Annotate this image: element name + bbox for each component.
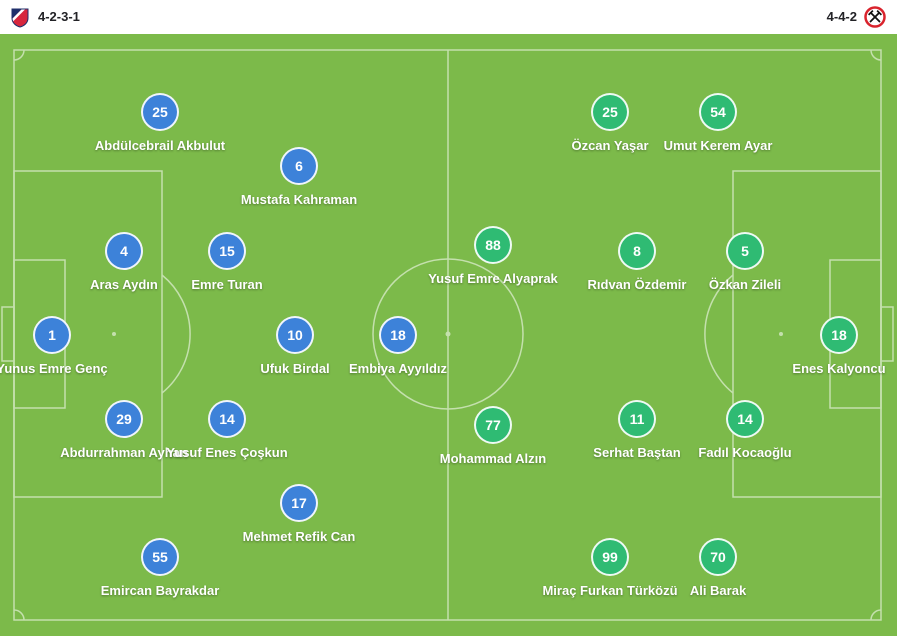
right-penalty-arc — [704, 274, 734, 394]
shirt-number: 88 — [474, 226, 512, 264]
away-player[interactable]: 99 Miraç Furkan Türközü — [542, 538, 678, 598]
shirt-number: 25 — [141, 93, 179, 131]
home-formation: 4-2-3-1 — [38, 8, 80, 24]
shirt-number: 14 — [726, 400, 764, 438]
away-formation: 4-4-2 — [826, 8, 857, 24]
away-player[interactable]: 54 Umut Kerem Ayar — [664, 93, 772, 153]
away-player[interactable]: 14 Fadıl Kocaoğlu — [698, 400, 792, 460]
left-penalty-spot — [112, 332, 116, 336]
corner-arc-top-right — [870, 49, 882, 61]
player-name: Ali Barak — [689, 583, 747, 598]
corner-arc-bottom-left — [13, 609, 25, 621]
shirt-number: 70 — [699, 538, 737, 576]
home-team-header: 4-2-3-1 — [9, 5, 80, 28]
right-goal — [880, 306, 894, 362]
shirt-number: 4 — [105, 232, 143, 270]
player-name: Abdülcebrail Akbulut — [94, 138, 226, 153]
shirt-number: 77 — [474, 406, 512, 444]
shirt-number: 6 — [280, 147, 318, 185]
left-penalty-arc — [161, 274, 191, 394]
home-player[interactable]: 6 Mustafa Kahraman — [241, 147, 357, 207]
away-team-header: 4-4-2 — [827, 5, 886, 28]
shirt-number: 15 — [208, 232, 246, 270]
pitch — [0, 34, 897, 636]
player-name: Abdurrahman Ayhan — [60, 445, 188, 460]
shirt-number: 18 — [379, 316, 417, 354]
home-player[interactable]: 15 Emre Turan — [191, 232, 263, 292]
away-player[interactable]: 25 Özcan Yaşar — [571, 93, 649, 153]
shirt-number: 25 — [591, 93, 629, 131]
shirt-number: 17 — [280, 484, 318, 522]
home-player[interactable]: 4 Aras Aydın — [90, 232, 158, 292]
player-name: Mehmet Refik Can — [242, 529, 356, 544]
center-spot — [445, 331, 451, 337]
shirt-number: 11 — [618, 400, 656, 438]
player-name: Ufuk Birdal — [260, 361, 330, 376]
center-circle — [372, 258, 524, 410]
player-name: Miraç Furkan Türközü — [542, 583, 678, 598]
away-player[interactable]: 18 Enes Kalyoncu — [792, 316, 886, 376]
shirt-number: 54 — [699, 93, 737, 131]
home-player[interactable]: 18 Embiya Ayyıldız — [349, 316, 447, 376]
away-team-crest-icon[interactable] — [864, 5, 886, 28]
shirt-number: 99 — [591, 538, 629, 576]
away-player[interactable]: 11 Serhat Baştan — [593, 400, 681, 460]
shirt-number: 1 — [33, 316, 71, 354]
player-name: Yunus Emre Genç — [0, 361, 108, 376]
corner-arc-top-left — [13, 49, 25, 61]
player-name: Serhat Baştan — [593, 445, 681, 460]
home-player[interactable]: 1 Yunus Emre Genç — [0, 316, 108, 376]
shirt-number: 55 — [141, 538, 179, 576]
home-player[interactable]: 10 Ufuk Birdal — [260, 316, 330, 376]
away-player[interactable]: 70 Ali Barak — [690, 538, 746, 598]
player-name: Yusuf Emre Alyaprak — [428, 271, 558, 286]
home-player[interactable]: 25 Abdülcebrail Akbulut — [95, 93, 225, 153]
corner-arc-bottom-right — [870, 609, 882, 621]
player-name: Aras Aydın — [90, 277, 158, 292]
player-name: Mohammad Alzın — [439, 451, 547, 466]
lineup-header: 4-2-3-1 4-4-2 — [0, 0, 897, 34]
player-name: Umut Kerem Ayar — [663, 138, 773, 153]
shirt-number: 14 — [208, 400, 246, 438]
pitch-markings — [1, 49, 894, 621]
player-name: Enes Kalyoncu — [792, 361, 886, 376]
player-name: Yusuf Enes Çoşkun — [166, 445, 288, 460]
left-goal — [1, 306, 15, 362]
player-name: Mustafa Kahraman — [240, 192, 358, 207]
player-name: Embiya Ayyıldız — [348, 361, 448, 376]
shirt-number: 5 — [726, 232, 764, 270]
home-player[interactable]: 29 Abdurrahman Ayhan — [60, 400, 188, 460]
home-player[interactable]: 14 Yusuf Enes Çoşkun — [166, 400, 288, 460]
shirt-number: 18 — [820, 316, 858, 354]
away-player[interactable]: 8 Rıdvan Özdemir — [588, 232, 686, 292]
player-name: Emre Turan — [191, 277, 263, 292]
away-player[interactable]: 5 Özkan Zileli — [709, 232, 781, 292]
home-player[interactable]: 55 Emircan Bayrakdar — [101, 538, 219, 598]
away-player[interactable]: 88 Yusuf Emre Alyaprak — [428, 226, 558, 286]
player-name: Rıdvan Özdemir — [587, 277, 687, 292]
player-name: Özcan Yaşar — [571, 138, 649, 153]
player-name: Emircan Bayrakdar — [100, 583, 220, 598]
shirt-number: 10 — [276, 316, 314, 354]
home-team-crest-icon[interactable] — [9, 6, 31, 28]
shirt-number: 8 — [618, 232, 656, 270]
right-penalty-spot — [779, 332, 783, 336]
home-player[interactable]: 17 Mehmet Refik Can — [243, 484, 355, 544]
away-player[interactable]: 77 Mohammad Alzın — [440, 406, 546, 466]
shirt-number: 29 — [105, 400, 143, 438]
player-name: Fadıl Kocaoğlu — [698, 445, 792, 460]
player-name: Özkan Zileli — [708, 277, 782, 292]
